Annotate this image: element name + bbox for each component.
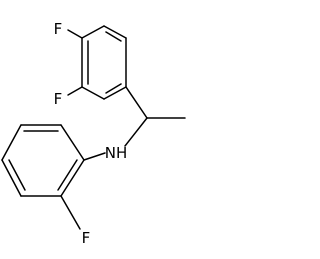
ring-to-ch-bond [125,86,148,119]
difluorophenyl-ring [81,25,127,100]
c-f-left-bond [67,86,83,96]
ring-a-bond-1 [81,25,105,39]
structure-canvas: F F NH F [1,20,186,247]
ring-b-bond-4 [1,159,22,197]
molecule-structure: F F NH F [1,20,186,247]
amine-nh-label: NH [105,144,128,162]
ch-to-n-bond [124,117,148,147]
fluorine-left-label: F [54,90,63,108]
ring-b-bond-3 [1,124,22,161]
n-to-ring-bond [83,152,106,161]
ring-b-bond-4-inner [8,159,26,191]
fluorophenyl-ring [1,124,85,197]
ring-b-bond-6-inner [57,159,78,191]
ring-a-bond-5 [81,86,105,100]
ring-a-bond-2 [103,25,127,39]
c-f-bottom-bond [60,195,81,230]
ring-a-bond-2-inner [105,31,122,42]
c-f-top-bond [67,29,83,39]
ring-a-bond-4-inner [105,83,122,94]
ring-b-bond-6 [60,159,85,197]
ring-a-bond-4 [103,86,127,100]
ring-b-bond-1 [60,124,85,161]
fluorine-top-label: F [54,20,63,38]
fluorine-bottom-label: F [82,229,91,247]
